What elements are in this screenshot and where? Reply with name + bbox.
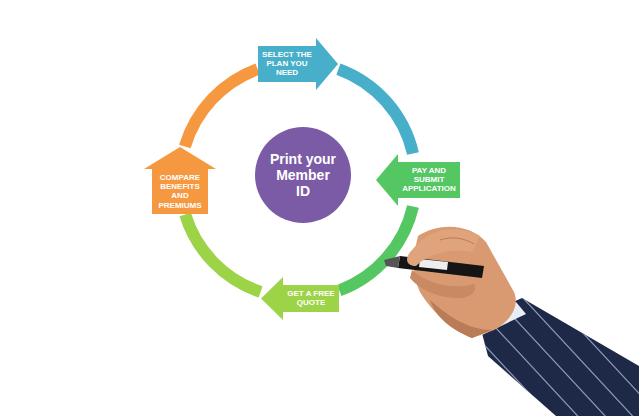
cycle-arc — [338, 69, 413, 153]
arrow-fill — [258, 38, 338, 90]
arrow-fill — [261, 277, 339, 320]
marker-band — [419, 259, 448, 270]
step-arrow: GET A FREE QUOTE — [261, 277, 339, 320]
cycle-arc — [339, 207, 413, 291]
stripe — [530, 276, 639, 416]
step-label: GET A FREE QUOTE — [287, 289, 335, 307]
center-circle: Print your Member ID — [255, 127, 351, 223]
step-arrow: PAY AND SUBMIT APPLICATION — [376, 154, 460, 206]
arrow-fill — [144, 147, 216, 214]
circle-fill — [255, 127, 351, 223]
step-arrow: COMPARE BENEFITS AND PREMIUMS — [144, 147, 216, 214]
arrow-fill — [376, 154, 460, 206]
stripe — [550, 268, 639, 408]
step-label: PAY AND SUBMIT APPLICATION — [402, 166, 456, 194]
knuckle-line — [440, 238, 474, 244]
step-arrow: SELECT THE PLAN YOU NEED — [258, 38, 338, 90]
step-label: SELECT THE PLAN YOU NEED — [262, 50, 312, 78]
cycle-arc — [185, 215, 260, 292]
center-label: Print your Member ID — [269, 151, 337, 199]
marker-tip — [384, 256, 400, 268]
stripe — [510, 284, 639, 416]
index-finger — [407, 229, 480, 266]
hand-shadow — [430, 300, 492, 338]
step-label: COMPARE BENEFITS AND PREMIUMS — [156, 173, 204, 210]
stripe — [570, 260, 639, 400]
cycle-arc — [185, 69, 258, 146]
